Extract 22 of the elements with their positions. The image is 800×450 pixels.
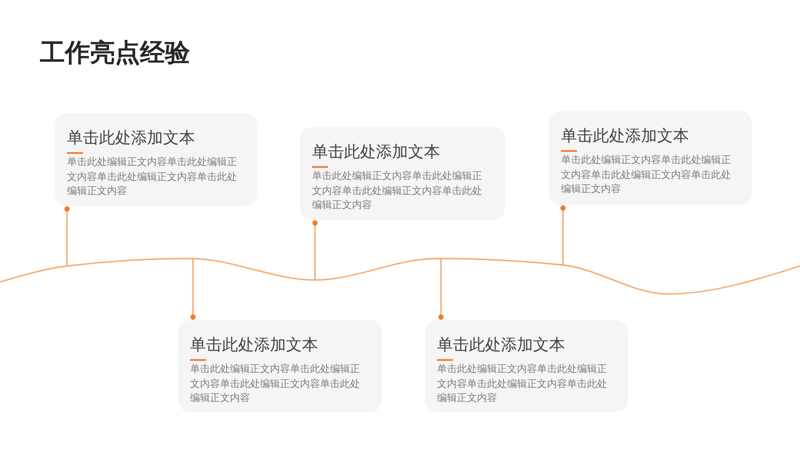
card-heading: 单击此处添加文本 [561, 126, 689, 146]
card-heading: 单击此处添加文本 [190, 335, 318, 355]
card-heading: 单击此处添加文本 [312, 142, 440, 162]
text-card [425, 320, 628, 412]
text-card [55, 113, 257, 206]
connector-line [312, 220, 318, 280]
text-card [300, 127, 505, 220]
slide-title: 工作亮点经验 [40, 38, 190, 68]
card-heading: 单击此处添加文本 [67, 128, 195, 148]
connector-line [190, 258, 196, 320]
text-card [178, 320, 382, 412]
card-body-text: 单击此处编辑正文内容单击此处编辑正文内容单击此处编辑正文内容单击此处编辑正文内容 [437, 363, 608, 406]
connector-line [438, 258, 444, 320]
wave-line [0, 258, 800, 295]
card-heading: 单击此处添加文本 [437, 335, 565, 355]
connector-line [64, 206, 70, 266]
card-body-text: 单击此处编辑正文内容单击此处编辑正文内容单击此处编辑正文内容单击此处编辑正文内容 [67, 156, 238, 199]
text-card [549, 111, 752, 205]
card-body-text: 单击此处编辑正文内容单击此处编辑正文内容单击此处编辑正文内容单击此处编辑正文内容 [561, 154, 732, 197]
card-body-text: 单击此处编辑正文内容单击此处编辑正文内容单击此处编辑正文内容单击此处编辑正文内容 [312, 170, 483, 213]
card-body-text: 单击此处编辑正文内容单击此处编辑正文内容单击此处编辑正文内容单击此处编辑正文内容 [190, 363, 361, 406]
connector-line [560, 205, 566, 265]
